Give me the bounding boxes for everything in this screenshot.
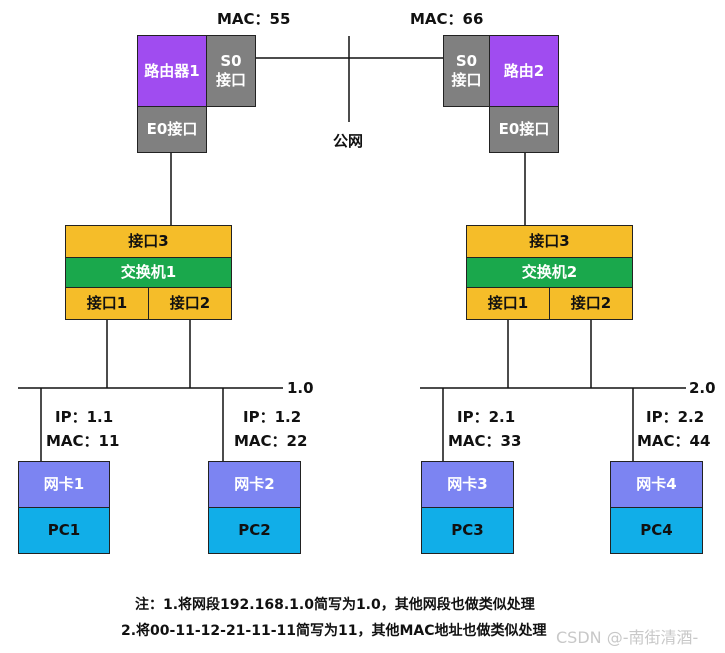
host4-pc: PC4 xyxy=(610,507,703,554)
host4-ip: IP：2.2 xyxy=(646,408,705,426)
host4-nic: 网卡4 xyxy=(610,461,703,508)
segment-label-right: 2.0 xyxy=(689,379,716,397)
router2: 路由2 xyxy=(489,35,559,107)
switch1-port1: 接口1 xyxy=(65,287,149,320)
host2-mac: MAC：22 xyxy=(234,432,308,450)
host2-pc: PC2 xyxy=(208,507,301,554)
router1-e0-interface: E0接口 xyxy=(137,106,207,153)
host4-mac: MAC：44 xyxy=(637,432,711,450)
note-line-1: 注：1.将网段192.168.1.0简写为1.0，其他网段也做类似处理 xyxy=(135,597,535,613)
host2-nic: 网卡2 xyxy=(208,461,301,508)
router2-s0-interface: S0接口 xyxy=(443,35,490,107)
host3-mac: MAC：33 xyxy=(448,432,522,450)
host3-ip: IP：2.1 xyxy=(457,408,516,426)
host1-mac: MAC：11 xyxy=(46,432,120,450)
switch1: 交换机1 xyxy=(65,257,232,288)
switch2-uplink-port: 接口3 xyxy=(466,225,633,258)
router2-e0-interface: E0接口 xyxy=(489,106,559,153)
host1-pc: PC1 xyxy=(18,507,110,554)
switch1-port2: 接口2 xyxy=(148,287,232,320)
host3-pc: PC3 xyxy=(421,507,514,554)
switch2: 交换机2 xyxy=(466,257,633,288)
watermark: CSDN @-南街清酒- xyxy=(556,628,699,647)
segment-label-left: 1.0 xyxy=(287,379,314,397)
note-line-2: 2.将00-11-12-21-11-11简写为11，其他MAC地址也做类似处理 xyxy=(121,623,547,639)
router1: 路由器1 xyxy=(137,35,207,107)
host1-ip: IP：1.1 xyxy=(55,408,114,426)
public-net-label: 公网 xyxy=(333,132,364,150)
switch2-port2: 接口2 xyxy=(549,287,633,320)
switch1-uplink-port: 接口3 xyxy=(65,225,232,258)
router2-mac-label: MAC：66 xyxy=(410,10,484,28)
router1-s0-interface: S0接口 xyxy=(206,35,256,107)
switch2-port1: 接口1 xyxy=(466,287,550,320)
host3-nic: 网卡3 xyxy=(421,461,514,508)
host2-ip: IP：1.2 xyxy=(243,408,302,426)
host1-nic: 网卡1 xyxy=(18,461,110,508)
router1-mac-label: MAC：55 xyxy=(217,10,291,28)
